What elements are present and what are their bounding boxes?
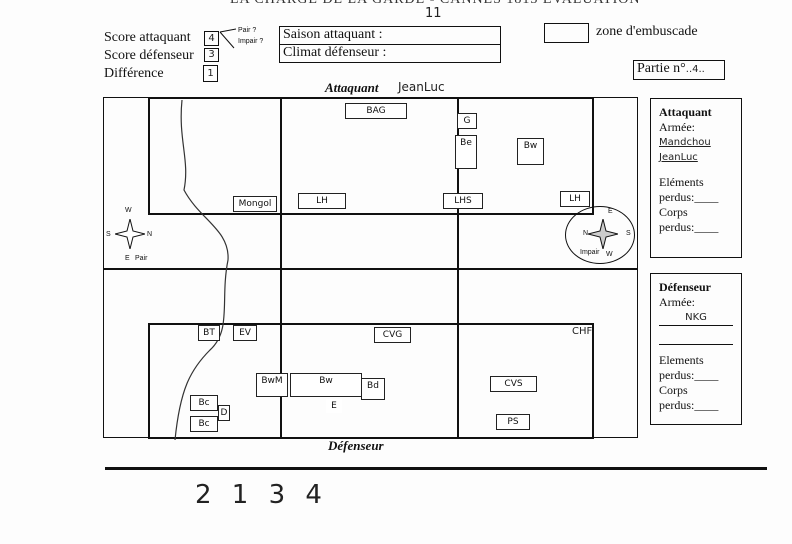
ambush-swatch xyxy=(544,23,589,43)
unit-marker: Bc xyxy=(190,416,218,432)
compass-e: E xyxy=(125,255,130,262)
score-defender-value: 3 xyxy=(204,48,219,62)
panel-title: Attaquant xyxy=(659,105,712,119)
pair-arrow-icon xyxy=(219,28,237,49)
unit-marker: LH xyxy=(560,191,590,207)
army-value: NKG xyxy=(659,310,733,326)
compass-note: Impair xyxy=(580,249,600,256)
river-icon xyxy=(174,100,229,440)
elements-lost: perdus:____ xyxy=(659,368,719,382)
footer-rule xyxy=(105,467,767,470)
difference-label: Différence xyxy=(104,66,164,81)
ambush-label: zone d'embuscade xyxy=(596,24,698,39)
unit-marker: Bd xyxy=(361,378,385,400)
map-divider xyxy=(280,97,282,437)
compass-left: W S N E Pair xyxy=(105,205,155,265)
unit-marker: Bw xyxy=(517,138,544,165)
unit-marker: BAG xyxy=(345,103,407,119)
unit-marker: BT xyxy=(198,325,220,341)
game-label: Partie n° xyxy=(637,61,686,76)
game-value: ..4.. xyxy=(685,64,705,75)
army-label: Armée: xyxy=(659,120,695,134)
compass-n: N xyxy=(147,231,153,238)
attacker-panel: Attaquant Armée: Mandchou JeanLuc Elémen… xyxy=(650,98,742,258)
map-attacker-name: JeanLuc xyxy=(398,80,445,94)
compass-rose-icon xyxy=(588,219,618,249)
compass-e: E xyxy=(608,208,613,215)
army-value: Mandchou xyxy=(659,137,711,148)
attacker-deployment-zone xyxy=(148,97,594,215)
difference-value: 1 xyxy=(203,65,218,82)
game-number: Partie n°..4.. xyxy=(633,60,725,80)
sheet-title: LA CHARGE DE LA GARDE - CANNES 1813 ÉVAL… xyxy=(230,0,641,8)
defender-panel: Défenseur Armée: NKG Elements perdus:___… xyxy=(650,273,742,425)
unit-marker: D xyxy=(218,405,230,421)
compass-rose-icon xyxy=(115,219,145,249)
impair-label: Impair ? xyxy=(238,38,264,45)
season-label: Saison attaquant : xyxy=(280,27,500,45)
corps-label: Corps xyxy=(659,383,688,397)
defender-deployment-zone xyxy=(148,323,594,439)
map-divider xyxy=(103,268,638,270)
army-value: JeanLuc xyxy=(659,152,698,163)
unit-marker: LHS xyxy=(443,193,483,209)
unit-marker: G xyxy=(457,113,477,129)
unit-marker: CVS xyxy=(490,376,537,392)
elements-lost: perdus:____ xyxy=(659,190,719,204)
score-attacker-value: 4 xyxy=(204,31,219,46)
compass-w: W xyxy=(125,207,132,214)
elements-label: Eléments xyxy=(659,175,704,189)
compass-w: W xyxy=(606,251,613,258)
army-blank-line xyxy=(659,326,733,345)
unit-marker: PS xyxy=(496,414,530,430)
corps-label: Corps xyxy=(659,205,688,219)
unit-marker: Mongol xyxy=(233,196,277,212)
map-divider xyxy=(457,97,459,437)
unit-marker: Bw xyxy=(290,373,362,397)
score-defender-label: Score défenseur xyxy=(104,48,194,63)
unit-marker: BwM xyxy=(256,373,288,397)
compass-s: S xyxy=(626,230,631,237)
map-attacker-label: Attaquant xyxy=(325,80,379,95)
army-label: Armée: xyxy=(659,295,695,309)
unit-marker: Be xyxy=(455,135,477,169)
panel-title: Défenseur xyxy=(659,280,711,294)
map-defender-label: Défenseur xyxy=(328,438,384,453)
pair-label: Pair ? xyxy=(238,27,257,34)
conditions-box: Saison attaquant : Climat défenseur : xyxy=(279,26,501,63)
unit-marker: EV xyxy=(233,325,257,341)
corps-lost: perdus:____ xyxy=(659,398,719,412)
compass-s: S xyxy=(106,231,111,238)
unit-marker: CHF xyxy=(572,326,593,337)
unit-marker: LH xyxy=(298,193,346,209)
score-attacker-label: Score attaquant xyxy=(104,30,191,45)
handwritten-mark: 11 xyxy=(425,6,442,21)
handwritten-number: 2 1 3 4 xyxy=(195,480,328,510)
corps-lost: perdus:____ xyxy=(659,220,719,234)
compass-n: N xyxy=(583,230,589,237)
elements-label: Elements xyxy=(659,353,704,367)
unit-marker: Bc xyxy=(190,395,218,411)
unit-marker: CVG xyxy=(374,327,411,343)
compass-note: Pair xyxy=(135,255,148,262)
climate-label: Climat défenseur : xyxy=(283,45,387,60)
unit-marker: E xyxy=(326,399,342,413)
compass-right: E N S W Impair xyxy=(565,206,635,264)
